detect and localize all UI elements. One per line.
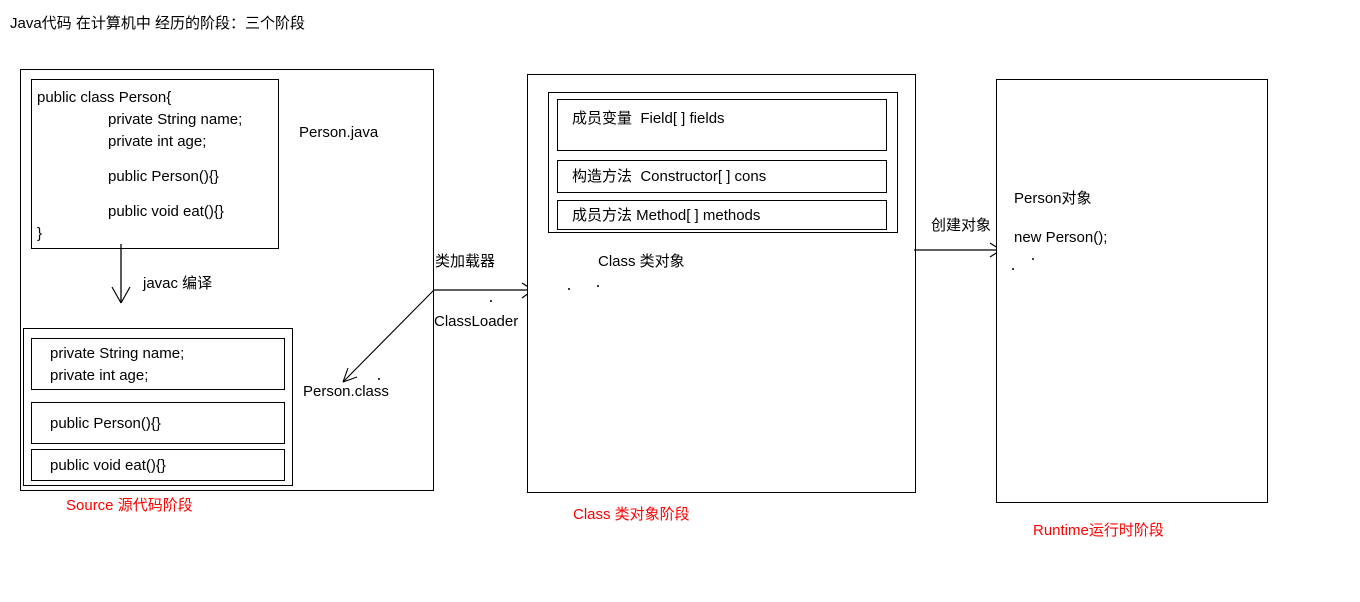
stage-container-runtime <box>996 79 1268 503</box>
classloader-label-cn: 类加载器 <box>435 253 496 270</box>
ink-artifact <box>597 285 599 287</box>
ink-artifact <box>1012 268 1014 270</box>
javac-compile-label: javac 编译 <box>143 275 213 292</box>
class-file-method-slot: public void eat(){} <box>31 449 285 481</box>
page-title: Java代码 在计算机中 经历的阶段：三个阶段 <box>10 15 306 32</box>
code-line: public void eat(){} <box>108 203 224 220</box>
class-file-field-line: private int age; <box>50 367 149 384</box>
code-line: private String name; <box>108 111 243 128</box>
class-object-slot-label: 成员变量 Field[ ] fields <box>572 110 725 127</box>
classloader-label-en: ClassLoader <box>434 313 519 330</box>
class-object-fields-slot: 成员变量 Field[ ] fields <box>557 99 887 151</box>
stage-caption-source: Source 源代码阶段 <box>66 497 193 514</box>
create-object-label: 创建对象 <box>931 217 992 234</box>
stage-caption-class: Class 类对象阶段 <box>573 506 690 523</box>
classloader-arrow-group <box>330 275 540 395</box>
class-file-field-line: private String name; <box>50 345 185 362</box>
code-blank-line <box>32 188 278 201</box>
arrow-right-icon <box>434 282 534 299</box>
class-file-constructor-slot: public Person(){} <box>31 402 285 444</box>
ink-artifact <box>490 300 492 302</box>
code-blank-line <box>32 153 278 166</box>
person-object-label: Person对象 <box>1014 190 1092 207</box>
code-line: public class Person{ <box>37 89 172 106</box>
arrow-diagonal-down-left-icon <box>342 289 435 383</box>
arrow-right-icon <box>914 242 1002 258</box>
code-line: private int age; <box>108 133 207 150</box>
class-file-fields-slot: private String name; private int age; <box>31 338 285 390</box>
arrow-down-icon <box>111 244 131 304</box>
javac-arrow <box>108 244 138 306</box>
new-person-expression: new Person(); <box>1014 229 1108 246</box>
code-line: } <box>37 225 43 242</box>
class-object-methods-slot: 成员方法 Method[ ] methods <box>557 200 887 230</box>
class-file-constructor-line: public Person(){} <box>50 415 161 432</box>
class-object-slot-label: 成员方法 Method[ ] methods <box>572 207 761 224</box>
stage-caption-runtime: Runtime运行时阶段 <box>1033 522 1164 539</box>
person-java-label: Person.java <box>299 124 379 141</box>
person-class-label: Person.class <box>303 383 389 400</box>
class-file-method-line: public void eat(){} <box>50 457 166 474</box>
ink-artifact <box>568 288 570 290</box>
ink-artifact <box>1032 258 1034 260</box>
class-object-constructors-slot: 构造方法 Constructor[ ] cons <box>557 160 887 193</box>
code-line: public Person(){} <box>108 168 219 185</box>
class-object-label: Class 类对象 <box>598 253 685 270</box>
class-object-slot-label: 构造方法 Constructor[ ] cons <box>572 168 767 185</box>
ink-artifact <box>378 378 380 380</box>
source-code-panel: public class Person{ private String name… <box>31 79 279 249</box>
create-object-arrow <box>914 238 1004 262</box>
